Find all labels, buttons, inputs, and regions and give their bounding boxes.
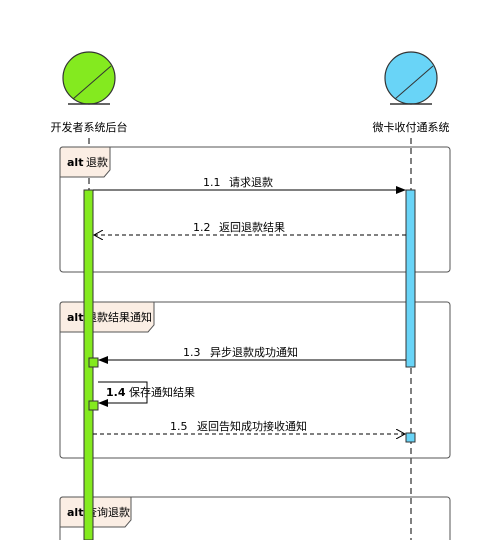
wechat-participant-label: 微卡收付通系统 [373, 120, 450, 134]
fragment-keyword: alt [67, 311, 83, 324]
backend-actor-circle [62, 51, 116, 105]
participant-wechat: 微卡收付通系统 [373, 51, 450, 134]
fragment-keyword: alt [67, 156, 83, 169]
message-label: 保存通知结果 [129, 385, 195, 399]
message-number: 1.1 [203, 176, 221, 189]
message-label: 返回退款结果 [219, 220, 285, 234]
fragment-keyword: alt [67, 506, 83, 519]
fragment-refund-notify: alt 退款结果通知 [59, 301, 451, 459]
wechat-actor-circle [384, 51, 438, 105]
backend-participant-label: 开发者系统后台 [51, 120, 128, 134]
backend-nested-activation [88, 357, 99, 368]
message-number: 1.5 [170, 420, 188, 433]
message-label: 异步退款成功通知 [210, 345, 298, 359]
message-1-3: 1.3 异步退款成功通知 [98, 345, 406, 364]
fragment-refund: alt 退款 [59, 146, 451, 273]
wechat-activation-bar [405, 189, 416, 368]
message-1-1: 1.1 请求退款 [93, 175, 406, 194]
fragment-query-refund: alt 查询退款 [59, 496, 451, 540]
message-1-4: 1.4 保存通知结果 [98, 381, 195, 407]
message-1-2: 1.2 返回退款结果 [94, 220, 406, 235]
backend-actor-slash [72, 65, 112, 100]
fragment-box [59, 301, 451, 459]
self-message-arrow [98, 381, 148, 407]
message-label: 请求退款 [229, 175, 273, 189]
backend-self-activation [88, 400, 99, 411]
fragment-header-tab [59, 496, 132, 528]
message-1-5: 1.5 返回告知成功接收通知 [93, 419, 405, 434]
fragment-title: 退款 [86, 155, 108, 169]
message-label: 返回告知成功接收通知 [197, 419, 307, 433]
wechat-receive-activation [405, 432, 416, 443]
fragment-title: 查询退款 [86, 505, 130, 519]
fragment-title: 退款结果通知 [86, 310, 152, 324]
message-number: 1.4 [106, 386, 126, 399]
message-number: 1.2 [193, 221, 211, 234]
wechat-actor-slash [394, 65, 434, 100]
fragment-header-tab [59, 146, 111, 178]
message-number: 1.3 [183, 346, 201, 359]
participant-backend: 开发者系统后台 [51, 51, 128, 134]
fragment-box [59, 146, 451, 273]
